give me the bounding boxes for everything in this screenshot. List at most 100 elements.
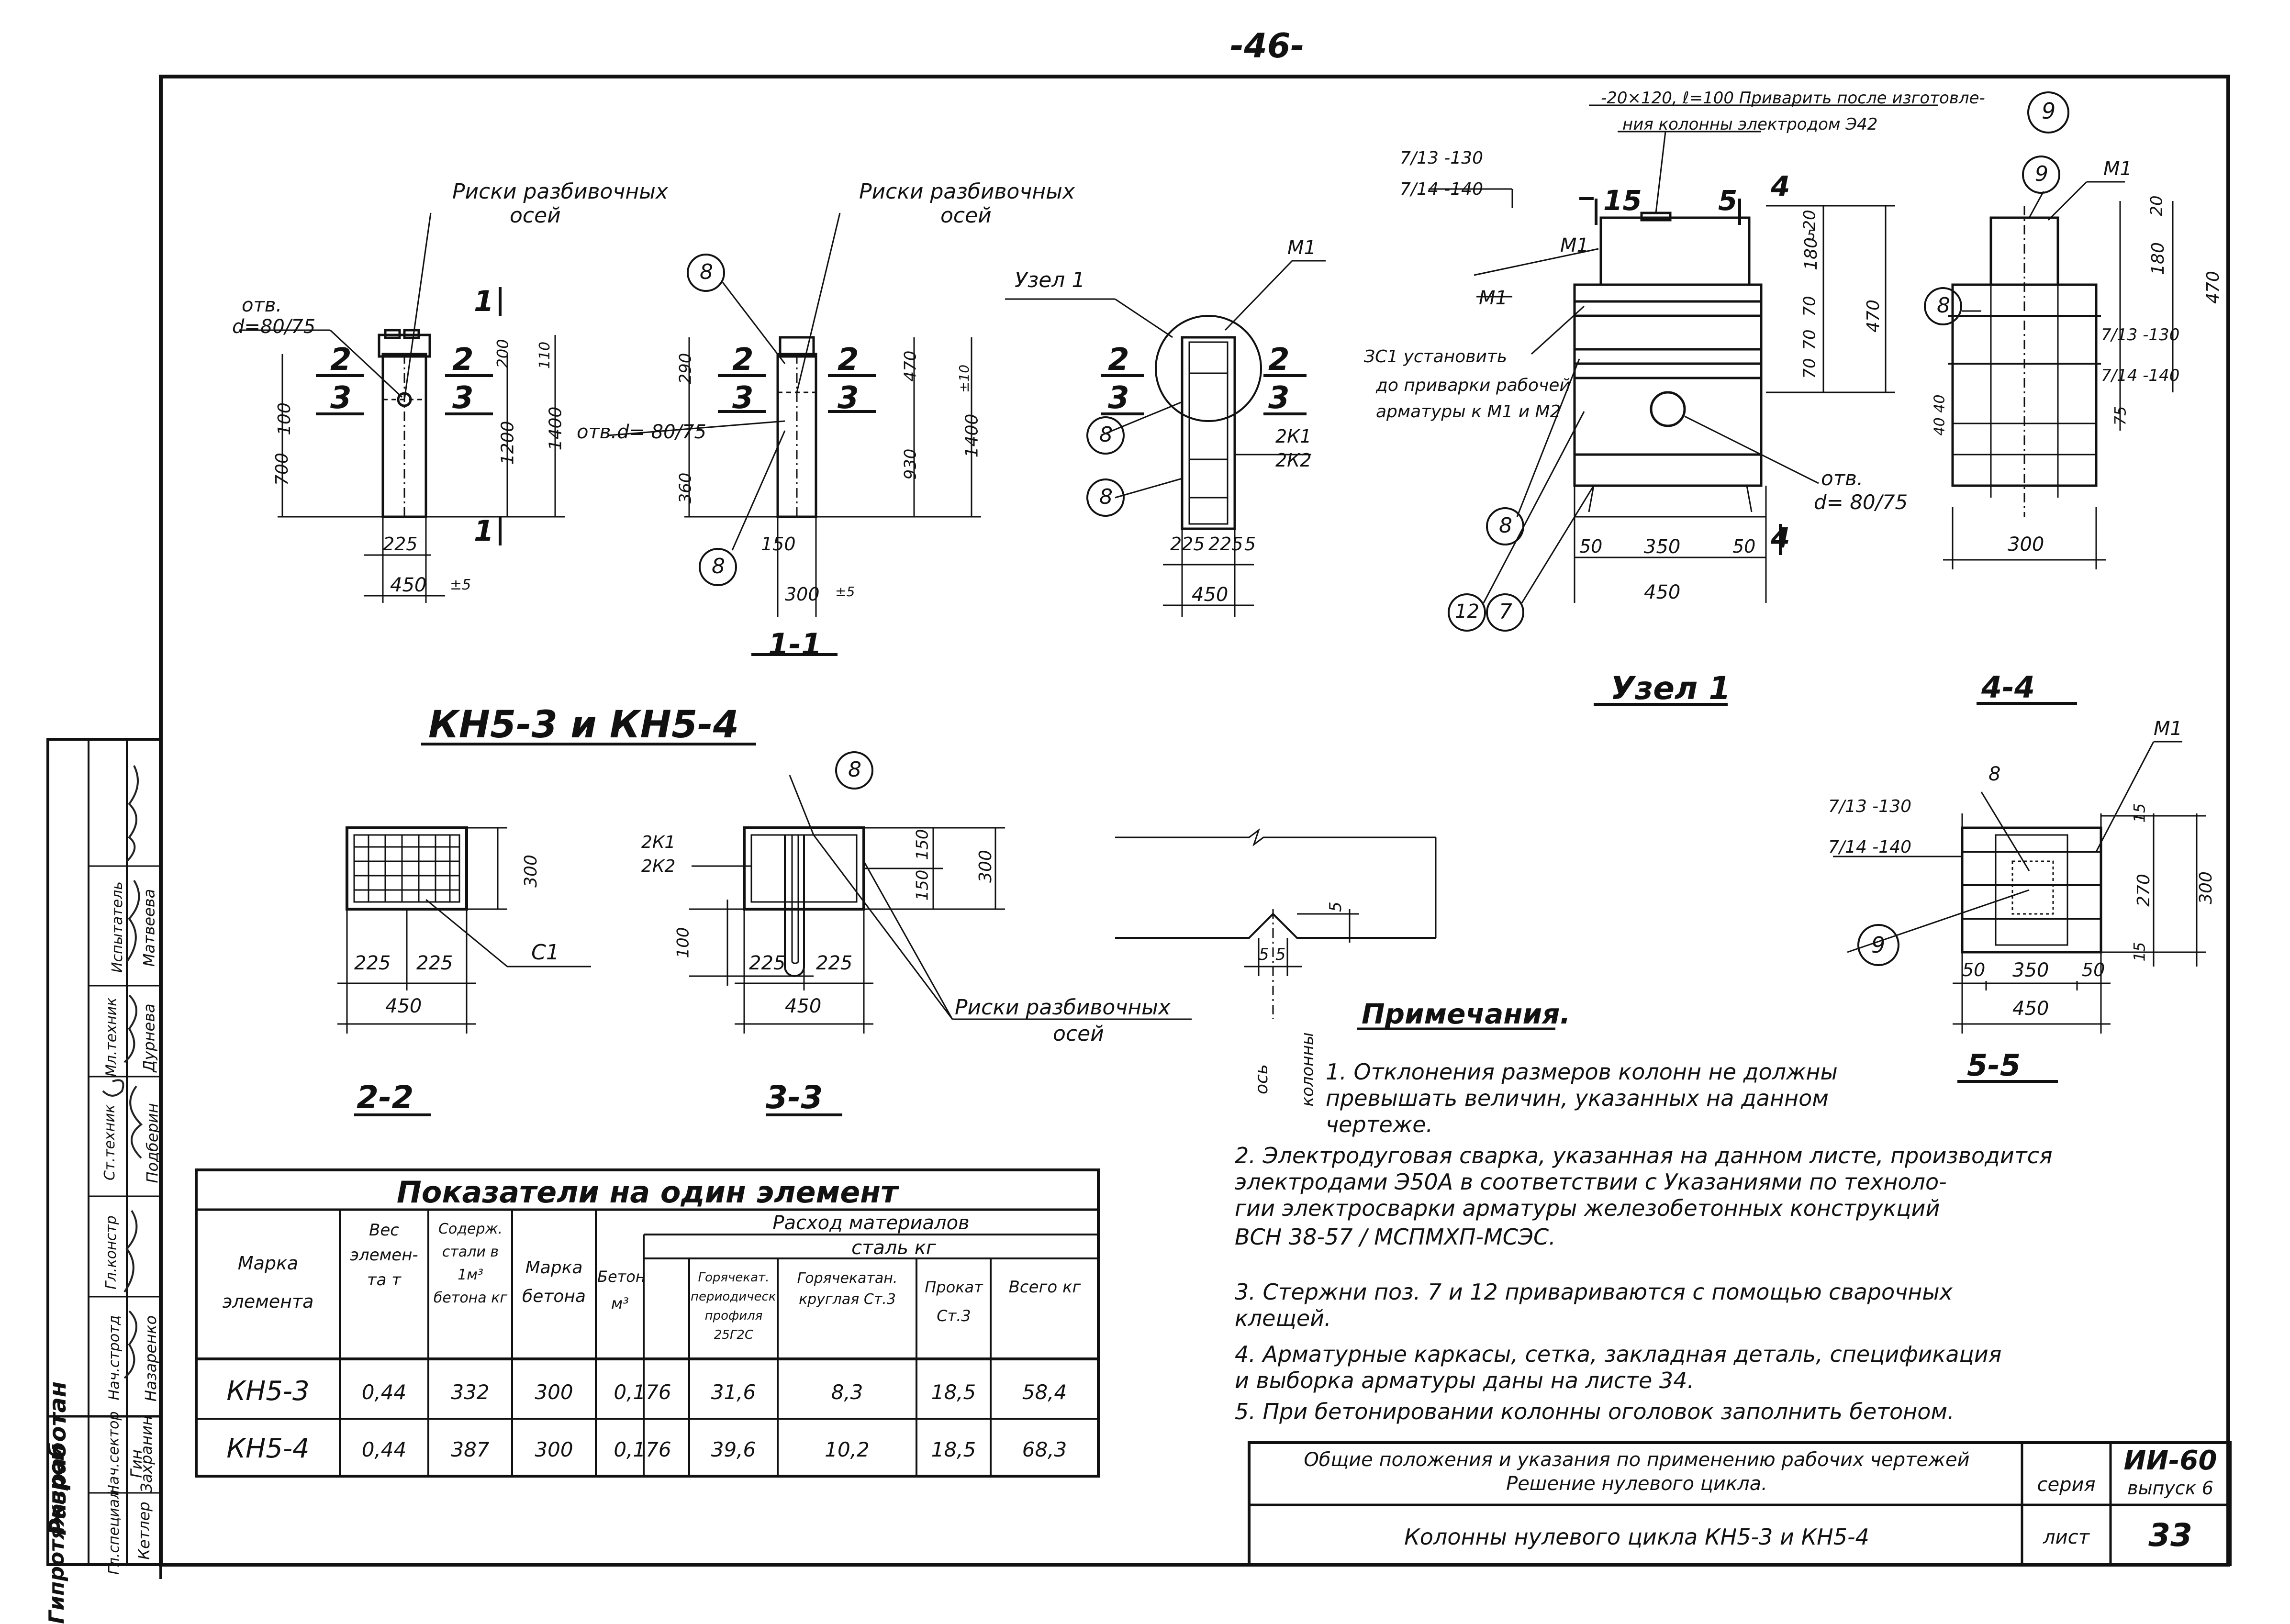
callout-pos-8-sec33: 8 <box>848 757 861 782</box>
note-line-2: превышать величин, указанных на данном <box>1326 1085 1829 1111</box>
sec33-k1: 2К1 <box>641 833 676 852</box>
node-small-drawing <box>1005 260 1326 617</box>
section-11-title: 1-1 <box>768 627 822 662</box>
sec55-pos8: 8 <box>1988 763 2001 785</box>
sec22-dim-225a: 225 <box>354 952 391 974</box>
detail-dim-5b: 5 <box>1275 945 1286 964</box>
sec11-mark-2-right: 2 <box>838 342 859 378</box>
node1-drawing <box>1429 104 1938 706</box>
sec11-dim-150: 150 <box>761 534 796 555</box>
table-row2-total: 68,3 <box>1022 1438 1067 1461</box>
table-row2-rolled: 18,5 <box>931 1438 976 1461</box>
table-row1-mark: КН5-3 <box>226 1376 310 1407</box>
sec33-dim-225a: 225 <box>749 952 786 974</box>
sec33-k2: 2К2 <box>641 856 676 876</box>
table-col-hot-rolled-periodic: Горячекат. периодическ. профиля 25Г2С <box>691 1270 780 1342</box>
note-line-12: 5. При бетонировании колонны оголовок за… <box>1235 1399 1955 1424</box>
main-dim-225: 225 <box>383 534 418 555</box>
table-row1-concrete: 0,176 <box>614 1380 671 1404</box>
node1-title: Узел 1 <box>1610 670 1731 707</box>
tb-description-line1: Общие положения и указания по применению… <box>1304 1449 1970 1471</box>
note-line-6: гии электросварки арматуры железобетонны… <box>1235 1195 1940 1221</box>
node-small-dim-5: 5 <box>1244 534 1256 555</box>
node1-mark-5-right: 5 <box>1718 184 1738 217</box>
node1-c1-install: ЗС1 установить <box>1364 347 1508 367</box>
main-section-mark-2-left: 2 <box>330 342 352 378</box>
stamp-grid <box>46 738 162 1566</box>
table-col-concrete: Бетон м³ <box>597 1268 646 1313</box>
node1-otv-d: d= 80/75 <box>1814 490 1908 514</box>
table-col-mark: Марка элемента <box>222 1253 314 1312</box>
sec33-dim-225b: 225 <box>816 952 853 974</box>
sec11-dim-300: 300 <box>785 584 820 605</box>
main-dim-450: 450 <box>390 574 427 596</box>
tb-sheet-number: 33 <box>2148 1517 2192 1554</box>
table-grid <box>195 1168 1100 1478</box>
node-small-label: Узел 1 <box>1015 268 1085 292</box>
node1-mark-5-left: 15 <box>1603 184 1642 217</box>
table-title: Показатели на один элемент <box>396 1175 898 1210</box>
node-small-dim-450: 450 <box>1192 584 1229 606</box>
table-col-concrete-grade: Марка бетона <box>522 1258 586 1306</box>
table-row1-periodic: 31,6 <box>711 1380 756 1404</box>
sec33-label-riski: Риски разбивочных <box>955 995 1171 1020</box>
callout-pos-8-d: 8 <box>1099 485 1113 509</box>
main-view-drawing <box>239 212 565 603</box>
node1-m1-b: М1 <box>1479 287 1508 309</box>
table-col-total: Всего кг <box>1008 1278 1081 1297</box>
note-line-1: 1. Отклонения размеров колонн не должны <box>1326 1059 1838 1085</box>
top-callout-line1: -20×120, ℓ=100 Приварить после изготовле… <box>1601 89 1985 108</box>
table-row1-weight: 0,44 <box>361 1380 407 1404</box>
main-otv-label: отв. <box>242 294 282 316</box>
sec55-m1: М1 <box>2154 718 2182 740</box>
table-row2-steel-content: 387 <box>451 1438 490 1461</box>
table-group-header: Расход материалов <box>772 1212 970 1234</box>
main-section-mark-1-bottom: 1 <box>474 514 494 548</box>
table-row1-rolled: 18,5 <box>931 1380 976 1404</box>
section-22-drawing <box>337 826 591 1116</box>
table-row2-concrete-grade: 300 <box>535 1438 573 1461</box>
tb-series-label: серия <box>2037 1474 2096 1496</box>
section-11-drawing <box>607 212 981 656</box>
sec11-mark-2-left: 2 <box>732 342 754 378</box>
callout-pos-8-sec44: 8 <box>1937 293 1950 318</box>
section-22-title: 2-2 <box>357 1079 414 1116</box>
sec11-otv: отв.d= 80/75 <box>577 421 706 443</box>
node1-mark-4-bottom: 4 <box>1771 522 1790 554</box>
note-line-10: 4. Арматурные каркасы, сетка, закладная … <box>1235 1341 2002 1367</box>
sec33-label-osei: осей <box>1053 1022 1104 1046</box>
sec11-mark-3-left: 3 <box>732 380 754 416</box>
note-line-3: чертеже. <box>1326 1112 1433 1137</box>
table-row2-concrete: 0,176 <box>614 1438 671 1461</box>
table-row1-total: 58,4 <box>1022 1380 1067 1404</box>
callout-pos-9-top: 9 <box>2042 98 2056 124</box>
section-44-title: 4-4 <box>1981 670 2035 705</box>
table-row2-round: 10,2 <box>825 1438 870 1461</box>
sec11-mark-3-right: 3 <box>838 380 859 416</box>
callout-pos-8-e: 8 <box>1499 513 1512 538</box>
sec11-dim-tol5: ±5 <box>835 584 855 600</box>
detail-dim-5a: 5 <box>1259 945 1269 964</box>
main-otv-diameter: d=80/75 <box>232 316 316 338</box>
detail-axis-drawing <box>1115 828 1437 1019</box>
node1-mark-4-top: 4 <box>1771 170 1790 202</box>
section-33-drawing <box>689 775 1192 1116</box>
sec55-dim-50a: 50 <box>1962 959 1986 980</box>
callout-pos-9-sec44: 9 <box>2035 162 2048 186</box>
note-line-4: 2. Электродуговая сварка, указанная на д… <box>1235 1143 2053 1168</box>
node1-dim-50b: 50 <box>1732 536 1756 557</box>
sec33-dim-450: 450 <box>785 995 822 1017</box>
node1-fraction2: 7/14 -140 <box>1400 179 1483 199</box>
table-row2-periodic: 39,6 <box>711 1438 756 1461</box>
callout-pos-8-b: 8 <box>712 554 725 578</box>
table-col-hot-rolled-round: Горячекатан. круглая Ст.3 <box>797 1270 898 1308</box>
node-small-m1: М1 <box>1287 237 1316 259</box>
kn-title: КН5-3 и КН5-4 <box>428 703 739 746</box>
node-small-mark-2-right: 2 <box>1268 342 1290 378</box>
sec44-fraction2: 7/14 -140 <box>2101 366 2180 385</box>
node-small-mark-3-left: 3 <box>1108 380 1129 416</box>
tb-sheet-title: Колонны нулевого цикла КН5-3 и КН5-4 <box>1404 1524 1869 1550</box>
sec55-dim-350: 350 <box>2012 959 2049 981</box>
top-callout-line2: ния колонны электродом Э42 <box>1622 115 1878 134</box>
callout-pos-8-c: 8 <box>1099 423 1113 447</box>
